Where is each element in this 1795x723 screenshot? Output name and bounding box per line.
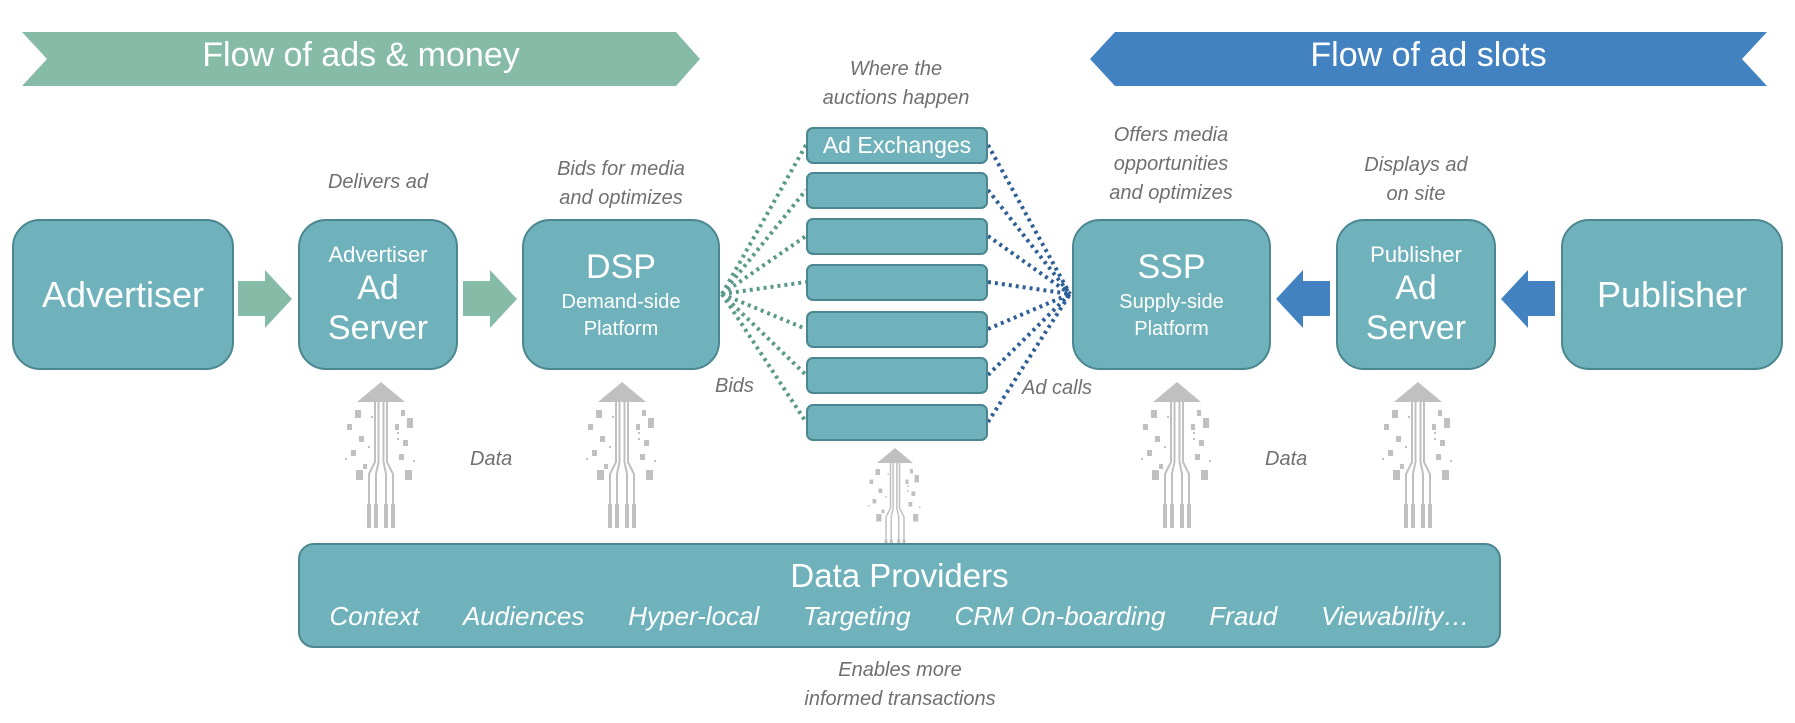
ad-calls-label: Ad calls <box>1022 377 1093 399</box>
advertiser-node[interactable]: Advertiser <box>12 219 234 370</box>
data-upload-icon <box>1141 382 1211 528</box>
data-provider-category: Targeting <box>803 601 911 631</box>
data-providers-caption: Enables more informed transactions <box>700 656 1100 714</box>
publisher-ad-server-caption-line2: on site <box>1386 183 1446 205</box>
advertiser-ad-server-node[interactable]: Advertiser Ad Server <box>298 219 458 370</box>
ssp-caption: Offers media opportunities and optimizes <box>1072 121 1270 208</box>
ad-call-line <box>986 144 1072 295</box>
ssp-caption-line2: opportunities <box>1113 153 1229 175</box>
data-provider-categories: Context Audiences Hyper-local Targeting CRM … <box>330 601 1470 632</box>
publisher-label: Publisher <box>1596 273 1748 315</box>
arrow-publisher-ad-server-to-ssp <box>1276 270 1330 328</box>
flow-ads-money-label: Flow of ads & money <box>202 36 520 74</box>
data-providers-node[interactable]: Data Providers Context Audiences Hyper-loc… <box>298 543 1501 648</box>
publisher-ad-server-line3: Server <box>1365 308 1467 347</box>
ad-call-line <box>987 292 1071 331</box>
dsp-caption: Bids for media and optimizes <box>522 155 720 213</box>
ad-exchange-header[interactable]: Ad Exchanges <box>806 127 988 164</box>
publisher-ad-server-caption: Displays ad on site <box>1336 151 1496 209</box>
ad-call-line <box>986 292 1072 424</box>
bid-line <box>720 234 808 296</box>
advertiser-ad-server-line2: Ad <box>357 268 399 307</box>
data-provider-category: Hyper-local <box>628 601 760 631</box>
bid-line <box>720 292 808 377</box>
ad-exchange-slot[interactable] <box>806 264 988 301</box>
data-providers-caption-line2: informed transactions <box>804 688 996 710</box>
ad-exchanges-caption-line2: auctions happen <box>822 87 970 109</box>
publisher-ad-server-line1: Publisher <box>1370 241 1462 267</box>
data-providers-title: Data Providers <box>790 557 1009 594</box>
bid-line <box>720 292 808 424</box>
flow-ad-slots-banner <box>1090 32 1767 86</box>
data-provider-category: Context <box>329 601 420 631</box>
ad-exchange-slot[interactable] <box>806 404 988 441</box>
ssp-subtitle-line2: Platform <box>1134 317 1209 340</box>
publisher-ad-server-line2: Ad <box>1395 268 1437 307</box>
ad-exchange-slot[interactable] <box>806 218 988 255</box>
advertiser-ad-server-line1: Advertiser <box>328 241 428 267</box>
data-upload-icon <box>1382 382 1452 528</box>
advertiser-label: Advertiser <box>41 273 205 315</box>
bid-line <box>721 280 807 296</box>
bid-line <box>720 144 808 295</box>
ssp-caption-line1: Offers media <box>1113 124 1229 146</box>
flow-ads-money-banner <box>22 32 700 86</box>
arrow-publisher-to-publisher-ad-server <box>1501 270 1555 328</box>
ad-call-line <box>986 292 1072 377</box>
bids-label: Bids <box>715 375 754 397</box>
ad-call-lines <box>986 144 1072 424</box>
data-label-right: Data <box>1265 448 1308 470</box>
publisher-ad-server-node[interactable]: Publisher Ad Server <box>1336 219 1496 370</box>
dsp-title: DSP <box>586 247 656 286</box>
dsp-node[interactable]: DSP Demand-side Platform <box>522 219 720 370</box>
data-upload-icon <box>868 448 921 558</box>
data-label-left: Data <box>470 448 513 470</box>
bid-line <box>721 292 807 331</box>
dsp-subtitle-line2: Platform <box>583 317 659 340</box>
ssp-title: SSP <box>1137 247 1206 286</box>
ad-exchange-slot[interactable] <box>806 311 988 348</box>
ssp-caption-line3: and optimizes <box>1109 182 1233 204</box>
advertiser-ad-server-line3: Server <box>327 308 429 347</box>
advertiser-ad-server-caption: Delivers ad <box>327 171 429 193</box>
dsp-caption-line1: Bids for media <box>557 158 685 180</box>
data-upload-icon <box>345 382 415 528</box>
publisher-ad-server-caption-line1: Displays ad <box>1364 154 1468 176</box>
bid-lines <box>720 144 808 424</box>
dsp-caption-line2: and optimizes <box>559 187 683 209</box>
ad-exchanges-label: Ad Exchanges <box>822 132 972 158</box>
data-provider-category: Viewability… <box>1321 601 1470 631</box>
bid-line <box>720 188 808 296</box>
arrow-advertiser-to-ad-server <box>238 270 292 328</box>
ssp-subtitle-line1: Supply-side <box>1119 290 1224 313</box>
ad-exchange-slot[interactable] <box>806 357 988 394</box>
ad-call-line <box>986 188 1072 296</box>
data-provider-category: Audiences <box>462 601 585 631</box>
data-upload-icon <box>586 382 656 528</box>
data-providers-caption-line1: Enables more <box>838 659 962 681</box>
data-provider-category: CRM On-boarding <box>954 601 1166 631</box>
ssp-node[interactable]: SSP Supply-side Platform <box>1072 219 1271 370</box>
data-provider-category: Fraud <box>1209 601 1278 631</box>
flow-ad-slots-label: Flow of ad slots <box>1310 36 1547 74</box>
publisher-node[interactable]: Publisher <box>1561 219 1783 370</box>
ad-exchange-slot[interactable] <box>806 172 988 209</box>
ad-exchanges-caption-line1: Where the <box>849 58 943 80</box>
arrow-ad-server-to-dsp <box>463 270 517 328</box>
ad-call-line <box>986 234 1072 296</box>
ad-exchanges-caption: Where the auctions happen <box>796 55 996 113</box>
dsp-subtitle-line1: Demand-side <box>561 290 681 313</box>
